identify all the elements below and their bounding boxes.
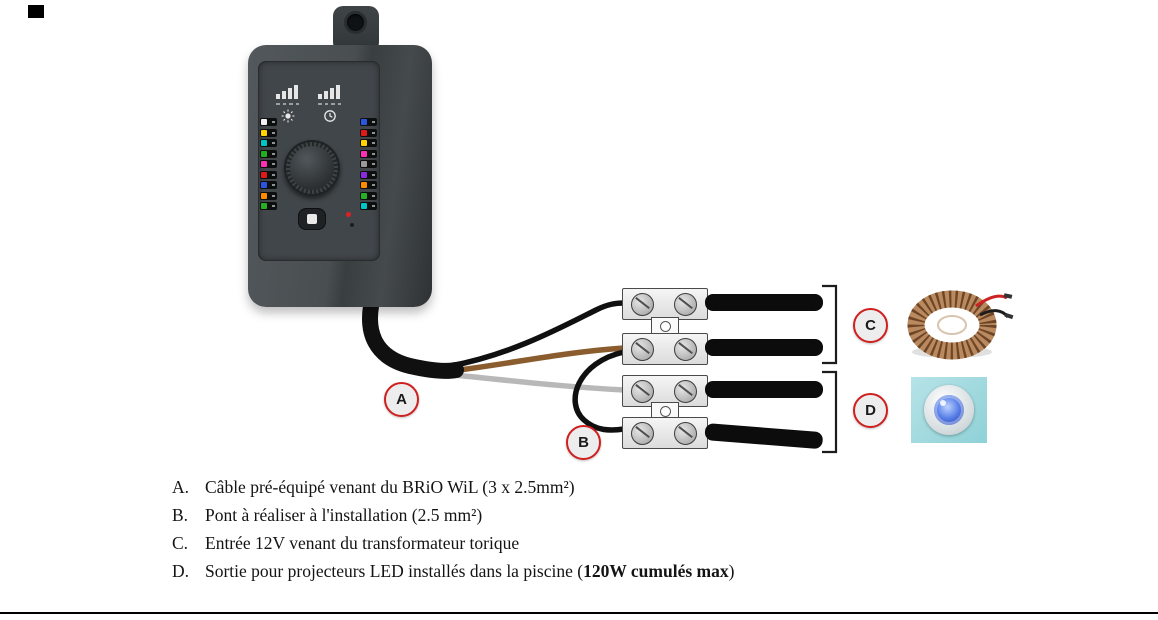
speed-scale-ticks	[318, 103, 341, 105]
control-panel	[258, 61, 380, 261]
color-preset-led	[260, 170, 277, 179]
terminal-screw	[674, 293, 697, 316]
program-button	[298, 208, 326, 230]
speed-level-bars	[318, 85, 340, 99]
terminal-screw	[674, 422, 697, 445]
legend-key: D.	[172, 561, 190, 581]
color-preset-led	[260, 191, 277, 200]
bracket-d	[822, 370, 838, 454]
brightness-scale-ticks	[276, 103, 299, 105]
brightness-icon	[281, 109, 295, 123]
rotary-knob	[284, 140, 340, 196]
legend-key: B.	[172, 505, 189, 525]
legend-key: A.	[172, 477, 190, 497]
wire-brown	[449, 345, 627, 374]
terminal-block-1	[622, 288, 708, 320]
wire-black	[447, 300, 627, 369]
terminal-screw	[674, 380, 697, 403]
terminal-block-4	[622, 417, 708, 449]
color-preset-led	[260, 160, 277, 168]
led-column-left	[260, 118, 277, 210]
legend-item-b: B. Pont à réaliser à l'installation (2.5…	[172, 505, 734, 525]
color-preset-led	[360, 170, 377, 179]
color-preset-led	[360, 149, 377, 158]
bracket-c	[822, 284, 838, 365]
legend-item-c: C. Entrée 12V venant du transformateur t…	[172, 533, 734, 553]
jumper-b-wire	[572, 349, 627, 433]
status-led-red	[346, 212, 351, 217]
controller-device	[248, 45, 432, 307]
terminal-screw	[631, 380, 654, 403]
color-preset-led	[360, 181, 377, 189]
output-cable-1	[705, 294, 823, 311]
color-preset-led	[260, 181, 277, 189]
terminal-screw	[631, 338, 654, 361]
legend-text: Pont à réaliser à l'installation (2.5 mm…	[205, 505, 483, 525]
knob-face	[290, 146, 334, 190]
color-preset-led	[360, 160, 377, 168]
wire-gray	[451, 372, 627, 393]
output-cable-2	[705, 339, 823, 356]
pool-light-lens	[934, 395, 964, 425]
pool-light-glint	[940, 400, 946, 406]
color-preset-led	[260, 128, 277, 137]
terminal-block-2	[622, 333, 708, 365]
terminal-screw	[631, 293, 654, 316]
color-preset-led	[260, 149, 277, 158]
terminal-screw	[674, 338, 697, 361]
color-preset-led	[360, 118, 377, 126]
legend-item-d: D. Sortie pour projecteurs LED installés…	[172, 561, 734, 581]
label-a-badge: A	[384, 382, 419, 417]
brightness-level-bars	[276, 85, 298, 99]
timer-icon	[323, 109, 337, 123]
color-preset-led	[360, 202, 377, 210]
led-column-right	[360, 118, 377, 210]
legend-text: Sortie pour projecteurs LED installés da…	[205, 561, 735, 581]
color-preset-led	[360, 191, 377, 200]
color-preset-led	[260, 139, 277, 147]
transformer-image	[907, 290, 1014, 360]
page-bottom-rule	[0, 612, 1158, 614]
legend-text: Câble pré-équipé venant du BRiO WiL (3 x…	[205, 477, 575, 497]
page-corner-mark	[28, 5, 44, 18]
label-b-badge: B	[566, 425, 601, 460]
legend-item-a: A. Câble pré-équipé venant du BRiO WiL (…	[172, 477, 734, 497]
program-button-glyph	[307, 214, 317, 224]
mounting-hole	[347, 14, 364, 31]
label-c-badge: C	[853, 308, 888, 343]
pool-light-bezel	[924, 385, 974, 435]
legend-bold-text: 120W cumulés max	[583, 561, 729, 581]
legend-text: Entrée 12V venant du transformateur tori…	[205, 533, 520, 553]
label-d-badge: D	[853, 393, 888, 428]
color-preset-led	[260, 202, 277, 210]
status-led-dark	[350, 223, 354, 227]
legend-key: C.	[172, 533, 189, 553]
color-preset-led	[360, 128, 377, 137]
color-preset-led	[260, 118, 277, 126]
legend: A. Câble pré-équipé venant du BRiO WiL (…	[172, 477, 734, 581]
cable-a	[362, 285, 464, 379]
terminal-screw	[631, 422, 654, 445]
output-cable-3	[705, 381, 823, 398]
pool-light-image	[911, 377, 987, 443]
color-preset-led	[360, 139, 377, 147]
